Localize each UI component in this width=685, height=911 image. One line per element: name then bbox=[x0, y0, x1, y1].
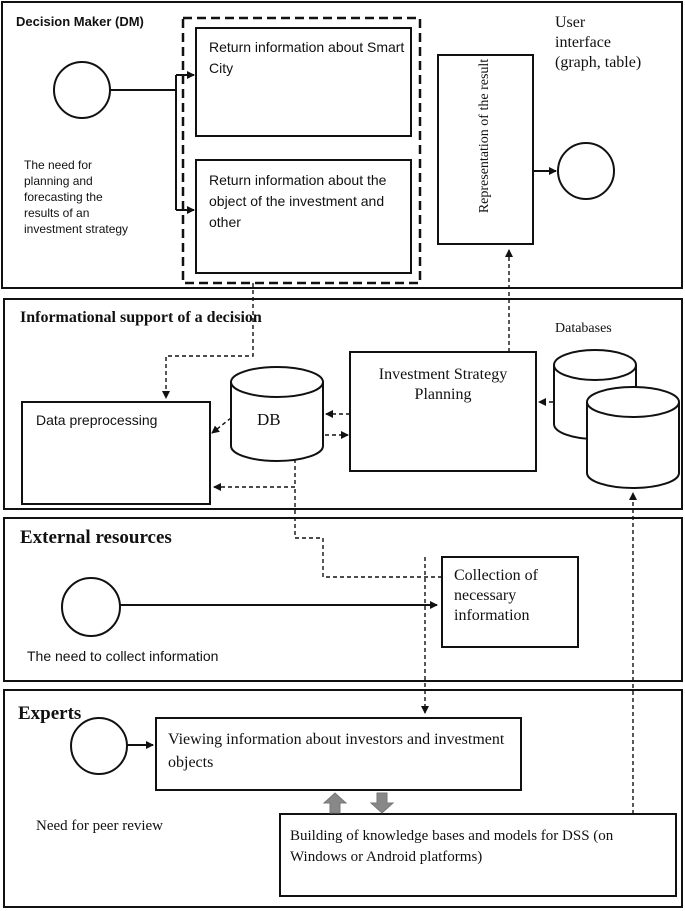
db-to-preprocessing-dashed-arrow bbox=[211, 417, 232, 434]
user-interface-label: User interface (graph, table) bbox=[555, 14, 642, 71]
preprocessing-box bbox=[21, 401, 211, 505]
external-need-label: The need to collect information bbox=[27, 648, 219, 664]
section-frame-experts bbox=[3, 689, 683, 908]
building-label: Building of knowledge bases and models f… bbox=[290, 828, 614, 865]
user-interface-circle bbox=[557, 142, 615, 200]
planning-box bbox=[349, 351, 537, 472]
preprocessing-label: Data preprocessing bbox=[36, 412, 158, 428]
db-to-preprocessing-lower-dashed-arrow bbox=[213, 459, 296, 491]
building-to-viewing-up-arrow bbox=[322, 792, 348, 814]
group-to-preprocessing-dashed-arrow bbox=[162, 283, 254, 399]
collection-to-db-dashed bbox=[294, 489, 442, 578]
db-label: DB bbox=[257, 410, 281, 429]
collection-label: Collection of necessary information bbox=[454, 567, 538, 624]
dm-need-label: The need for planning and forecasting th… bbox=[24, 158, 129, 236]
databases-cylinder-front bbox=[586, 386, 680, 489]
viewing-to-building-down-arrow bbox=[369, 792, 395, 814]
databases-label: Databases bbox=[555, 321, 612, 336]
experts-need-label: Need for peer review bbox=[36, 818, 164, 834]
dm-box-object-info-label: Return information about the object of t… bbox=[209, 172, 387, 230]
section-frame-external bbox=[3, 517, 683, 682]
dm-box-object-info bbox=[195, 159, 412, 274]
representation-label: Representation of the result bbox=[477, 58, 492, 214]
external-need-circle bbox=[61, 577, 121, 637]
dm-box-smart-city-label: Return information about Smart City bbox=[209, 39, 405, 76]
experts-need-circle bbox=[70, 717, 128, 775]
section-frame-dm bbox=[1, 1, 683, 289]
section-frame-info bbox=[3, 298, 683, 510]
dm-need-circle bbox=[53, 61, 111, 119]
viewing-box bbox=[155, 717, 522, 791]
db-cylinder bbox=[230, 366, 324, 462]
dm-box-smart-city bbox=[195, 27, 412, 137]
info-section-title: Informational support of a decision bbox=[20, 309, 262, 326]
building-box bbox=[279, 813, 677, 897]
dm-section-title: Decision Maker (DM) bbox=[16, 14, 144, 29]
collection-box bbox=[441, 556, 579, 648]
dm-box-representation bbox=[437, 54, 534, 245]
dm-dashed-group bbox=[181, 16, 422, 285]
viewing-label: Viewing information about investors and … bbox=[168, 731, 505, 771]
planning-label: Investment Strategy Planning bbox=[378, 366, 508, 403]
external-section-title: External resources bbox=[20, 527, 172, 548]
dm-need-bracket bbox=[110, 75, 177, 210]
experts-section-title: Experts bbox=[18, 703, 82, 724]
